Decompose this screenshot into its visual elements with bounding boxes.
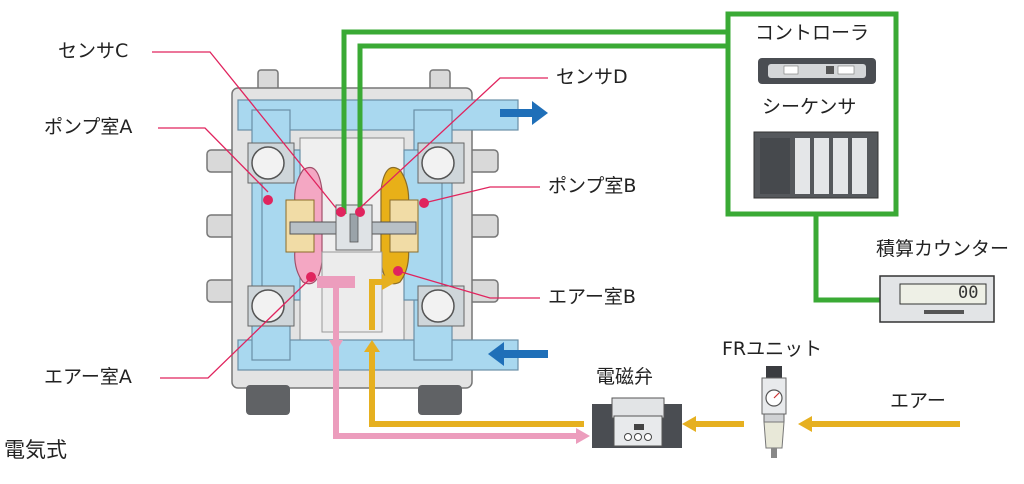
label-counter: 積算カウンター: [876, 238, 1010, 260]
label-air-room-a: エアー室A: [44, 366, 132, 388]
label-air: エアー: [890, 390, 946, 412]
solenoid-valve-device: [592, 397, 682, 448]
label-sensor-d: センサD: [556, 66, 628, 88]
diagram-title: 電気式: [4, 438, 67, 462]
label-pump-room-b: ポンプ室B: [548, 175, 637, 197]
label-sequencer: シーケンサ: [762, 96, 857, 118]
signal-lines: [341, 11, 899, 303]
air-supply-line: [364, 274, 960, 432]
leader-lines: [152, 51, 548, 379]
outflow-arrow: [500, 101, 548, 125]
label-air-room-b: エアー室B: [548, 286, 636, 308]
sequencer-device: [753, 131, 879, 199]
label-sensor-c: センサC: [58, 40, 129, 62]
controller-device: [758, 58, 876, 84]
label-controller: コントローラ: [755, 22, 870, 44]
exhaust-line: [317, 276, 590, 444]
sensor-dots: [263, 195, 429, 282]
label-solenoid-valve: 電磁弁: [596, 366, 654, 388]
label-fr-unit: FRユニット: [722, 338, 823, 360]
counter-device: [879, 275, 995, 323]
counter-display-value: 00: [958, 283, 979, 303]
label-pump-room-a: ポンプ室A: [44, 116, 133, 138]
inflow-arrow: [488, 342, 548, 366]
fr-unit-device: [761, 366, 787, 458]
ball-valves: [247, 142, 465, 327]
